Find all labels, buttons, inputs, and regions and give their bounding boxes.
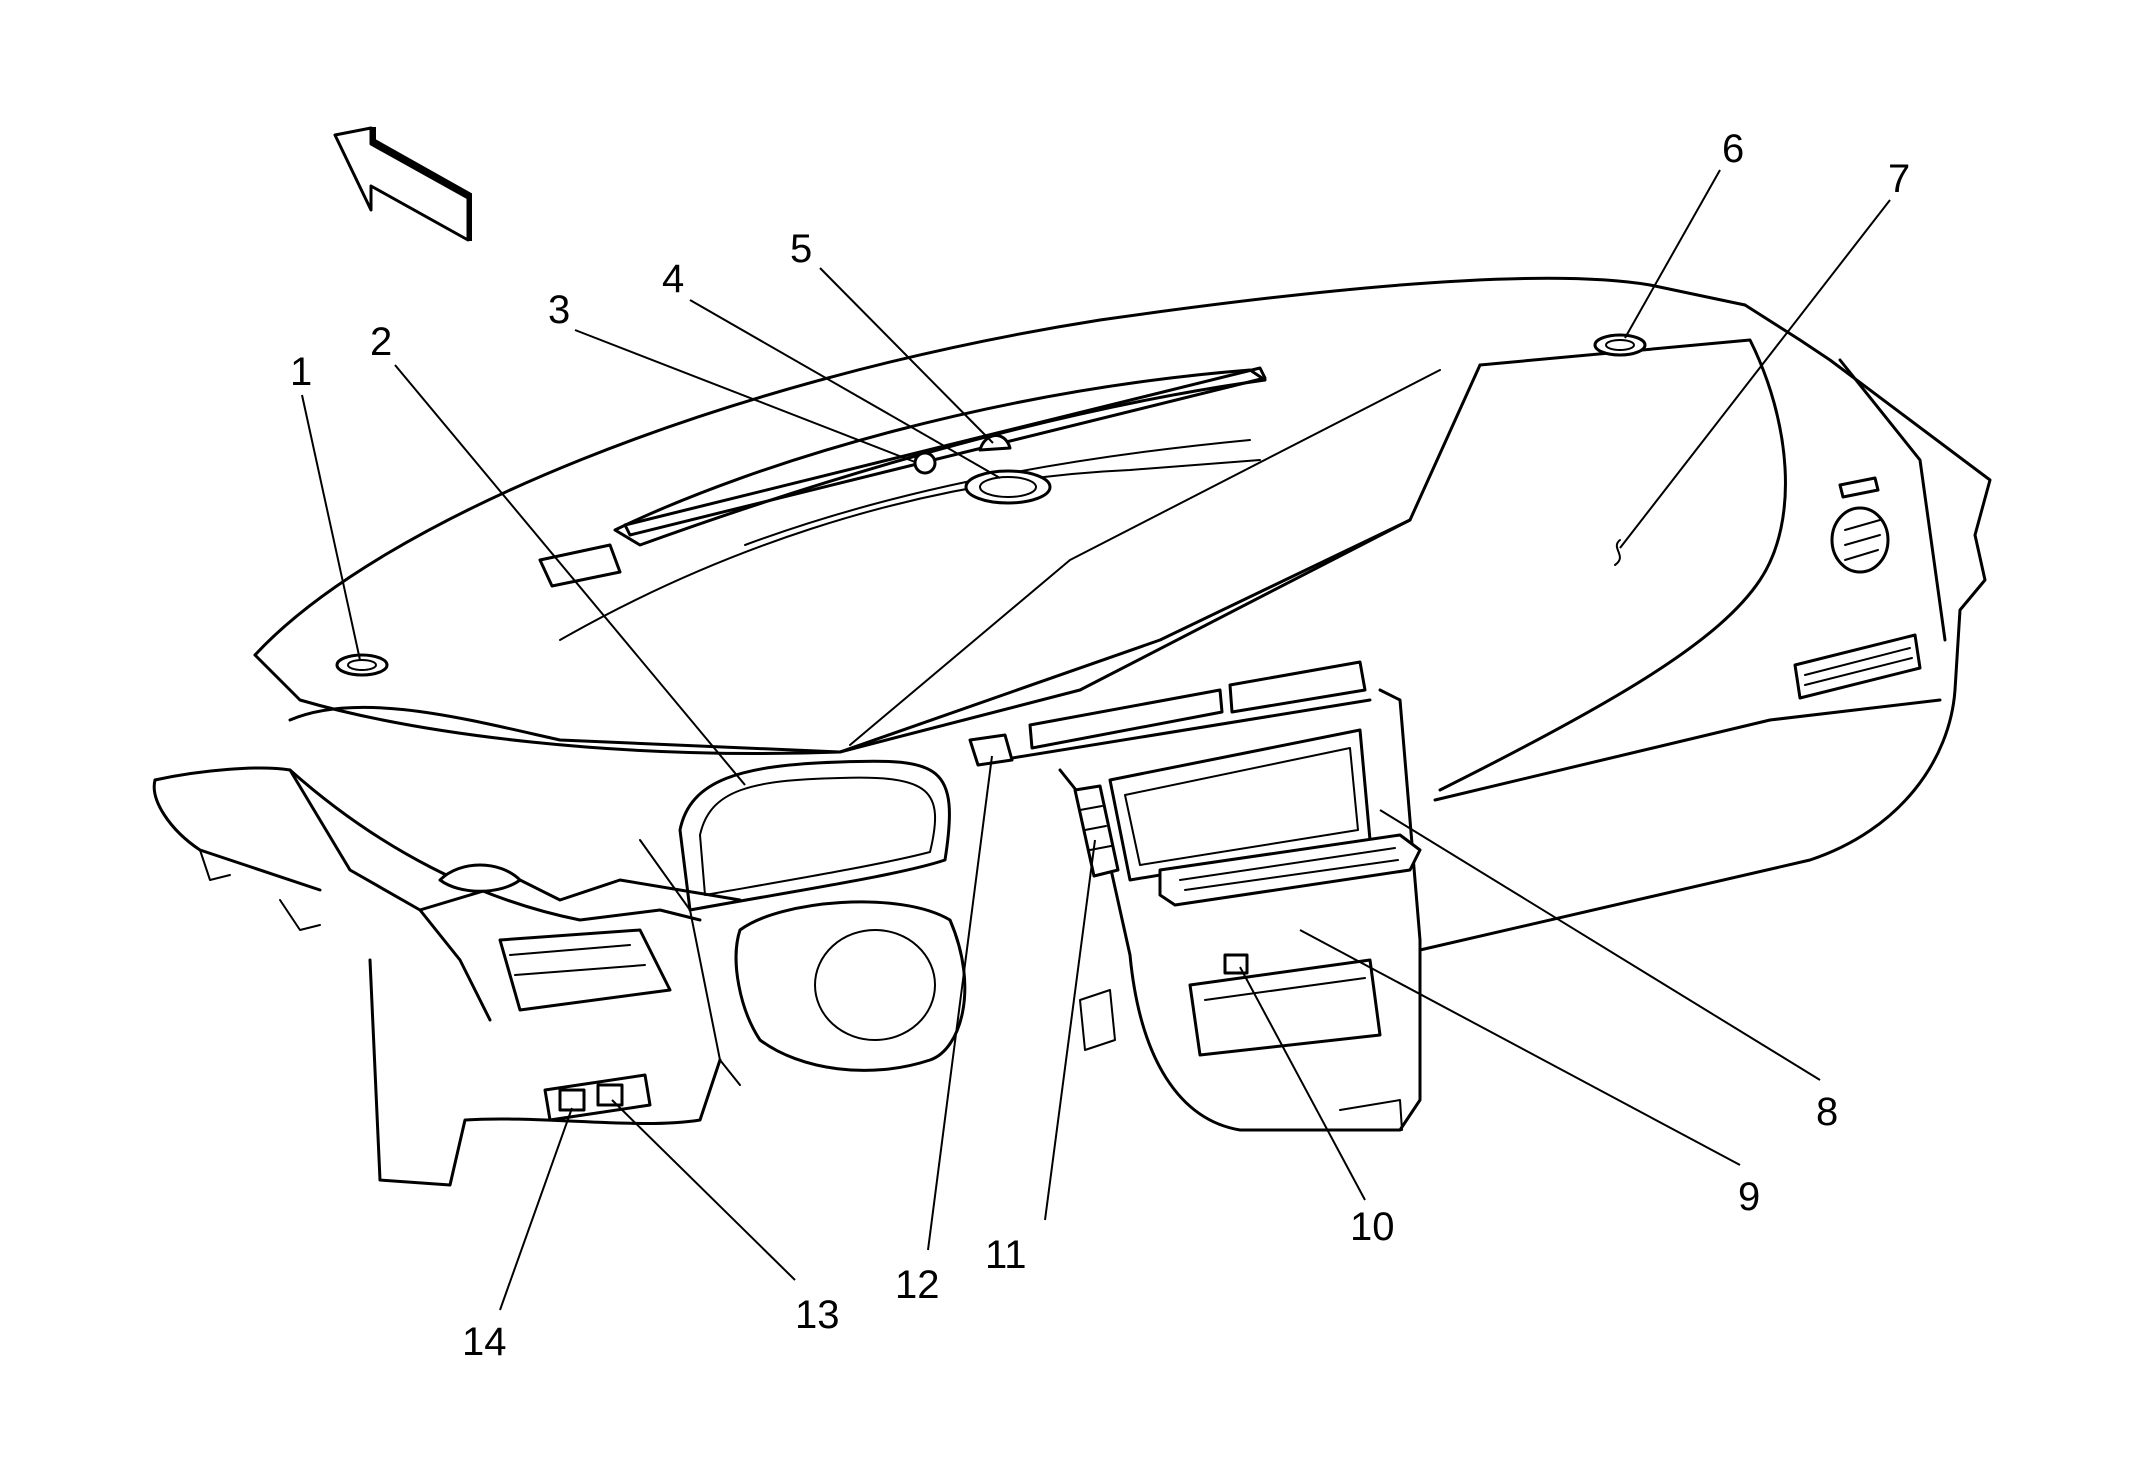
leader-12 (927, 755, 993, 1251)
vehicle-front-arrow-icon (333, 126, 472, 242)
callout-9: 9 (1738, 1175, 1760, 1219)
leader-4 (689, 299, 1001, 479)
leader-11 (1044, 839, 1096, 1221)
callout-1: 1 (290, 350, 312, 394)
callout-10: 10 (1350, 1205, 1395, 1249)
leader-9 (1299, 929, 1741, 1166)
callout-14: 14 (462, 1320, 507, 1364)
leader-2 (394, 364, 746, 786)
callout-7: 7 (1888, 157, 1910, 201)
leader-8 (1379, 809, 1821, 1081)
leader-lines (301, 169, 1891, 1311)
leader-6 (1624, 169, 1721, 339)
leader-14 (499, 1107, 573, 1311)
callout-labels: 1 2 3 4 5 6 7 8 9 10 11 12 13 14 (290, 127, 1910, 1364)
callout-2: 2 (370, 320, 392, 364)
leader-5 (819, 267, 994, 444)
callout-4: 4 (662, 257, 684, 301)
leader-7 (1619, 199, 1891, 549)
callout-11: 11 (985, 1233, 1027, 1277)
callout-12: 12 (895, 1263, 940, 1307)
leader-13 (611, 1099, 796, 1281)
callout-5: 5 (790, 227, 812, 271)
callout-8: 8 (1816, 1090, 1838, 1134)
leader-10 (1239, 966, 1366, 1201)
callout-6: 6 (1722, 127, 1744, 171)
callout-13: 13 (795, 1293, 840, 1337)
callout-3: 3 (548, 288, 570, 332)
instrument-panel-illustration (152, 276, 1992, 1187)
leader-1 (301, 394, 361, 661)
leader-3 (574, 329, 916, 463)
